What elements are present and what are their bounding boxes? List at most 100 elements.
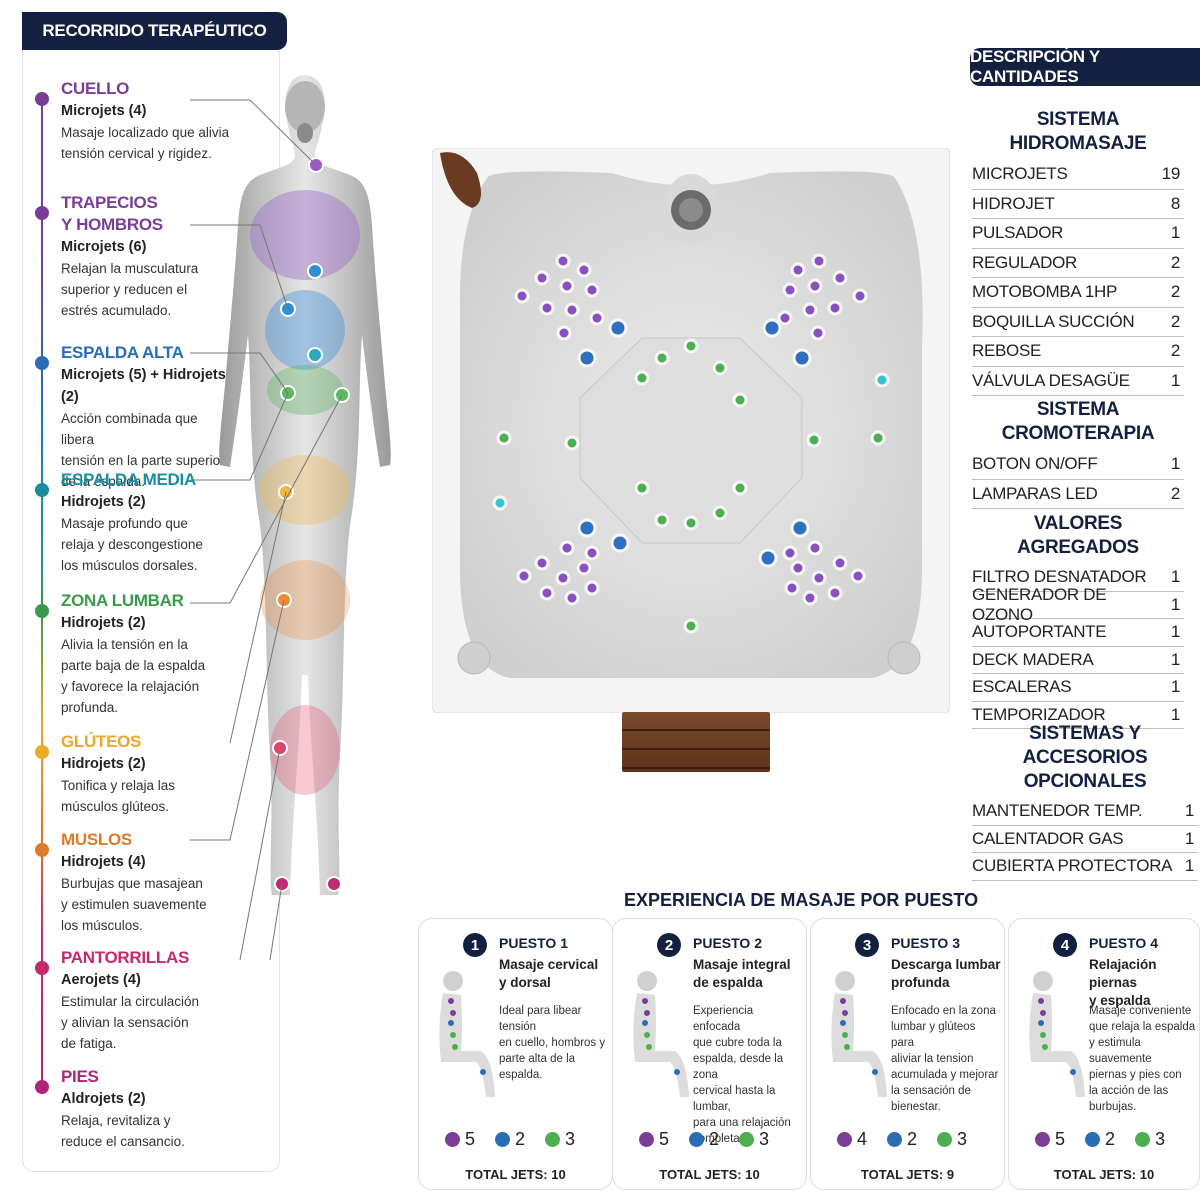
spec-name: HIDROJET [972, 193, 1055, 213]
tub-jet [556, 325, 572, 341]
zone-dot [35, 745, 49, 759]
spa-tub-image [432, 148, 950, 713]
zone-dot [35, 356, 49, 370]
seat-subtitle: Descarga lumbar profunda [891, 957, 1001, 990]
left-section-title: RECORRIDO TERAPÉUTICO [22, 12, 287, 50]
tub-jet [576, 262, 592, 278]
tub-jet [790, 518, 810, 538]
tub-jet [777, 310, 793, 326]
seat-title: PUESTO 2 [693, 935, 762, 951]
purple-jets-count: 5 [465, 1129, 476, 1149]
spec-name: MICROJETS [972, 164, 1068, 184]
tub-jet [832, 555, 848, 571]
seat-title: PUESTO 3 [891, 935, 960, 951]
spec-quantity: 1 [1170, 454, 1180, 474]
spec-heading: SISTEMAS Y ACCESORIOS OPCIONALES [1022, 723, 1148, 792]
purple-jets: 5 [1035, 1129, 1065, 1150]
spec-quantity: 8 [1170, 193, 1180, 213]
zone-title: TRAPECIOS Y HOMBROS [61, 193, 163, 234]
zone-description: Estimular la circulación y alivian la se… [61, 994, 200, 1051]
seat-subtitle: Masaje integral de espalda [693, 957, 791, 990]
zone-dot [35, 483, 49, 497]
spec-quantity: 2 [1170, 483, 1180, 503]
spec-name: ESCALERAS [972, 677, 1072, 697]
zone-title: PIES [61, 1067, 99, 1086]
seated-figure [1029, 971, 1085, 1097]
green-jets-count: 3 [957, 1129, 968, 1149]
spec-quantity: 1 [1170, 622, 1180, 642]
tub-jet [790, 560, 806, 576]
tub-jet [807, 278, 823, 294]
tub-jet [564, 435, 580, 451]
tub-jet [555, 253, 571, 269]
tub-jet [577, 348, 597, 368]
tub-jet [608, 318, 628, 338]
spec-quantity: 1 [1170, 704, 1180, 724]
spec-quantity: 1 [1184, 856, 1194, 876]
tub-jet [870, 430, 886, 446]
spec-name: AUTOPORTANTE [972, 622, 1107, 642]
spec-quantity: 19 [1161, 164, 1181, 184]
spec-quantity: 2 [1170, 282, 1180, 302]
spec-name: CALENTADOR GAS [972, 828, 1124, 848]
tub-jet [514, 288, 530, 304]
spec-name: MANTENEDOR TEMP. [972, 801, 1143, 821]
zone-description: Masaje profundo que relaja y descongesti… [61, 516, 203, 573]
seat-number: 2 [657, 933, 681, 957]
purple-jets: 5 [445, 1129, 475, 1150]
zone-title: PANTORRILLAS [61, 948, 189, 967]
green-jets: 3 [937, 1129, 967, 1150]
seat-description: Experiencia enfocada que cubre toda la e… [693, 1005, 791, 1145]
zone-title: CUELLO [61, 79, 130, 98]
tub-jet [832, 270, 848, 286]
seat-description: Enfocado en la zona lumbar y glúteos par… [891, 1005, 999, 1113]
zone-description: Relajan la musculatura superior y reduce… [61, 261, 199, 318]
purple-jets-dot [1035, 1132, 1050, 1147]
spec-quantity: 1 [1170, 370, 1180, 390]
blue-jets-count: 2 [1105, 1129, 1116, 1149]
tub-jet [712, 360, 728, 376]
zone-title: GLÚTEOS [61, 732, 142, 751]
seat-title: PUESTO 4 [1089, 935, 1158, 951]
spec-name: REBOSE [972, 341, 1042, 361]
tub-jet [850, 568, 866, 584]
spec-quantity: 1 [1170, 567, 1180, 587]
seat-number: 1 [463, 933, 487, 957]
purple-jets-count: 4 [857, 1129, 868, 1149]
total-jets: TOTAL JETS: 10 [659, 1167, 760, 1182]
tub-jet [654, 350, 670, 366]
green-jets: 3 [739, 1129, 769, 1150]
zone-description: Burbujas que masajean y estimulen suavem… [61, 876, 207, 933]
zone-dot [35, 843, 49, 857]
tub-jet [732, 392, 748, 408]
tub-jet [589, 310, 605, 326]
spec-row: ESCALERAS 1 [972, 674, 1184, 702]
blue-jets: 2 [887, 1129, 917, 1150]
blue-jets-dot [887, 1132, 903, 1147]
tub-jet [564, 302, 580, 318]
tub-jet [811, 570, 827, 586]
spec-row: AUTOPORTANTE 1 [972, 619, 1184, 647]
seat-description: Masaje conveniente que relaja la espalda… [1089, 1005, 1196, 1113]
zone-dot [35, 206, 49, 220]
spec-quantity: 2 [1170, 341, 1180, 361]
spec-quantity: 1 [1170, 677, 1180, 697]
tub-jet [810, 325, 826, 341]
